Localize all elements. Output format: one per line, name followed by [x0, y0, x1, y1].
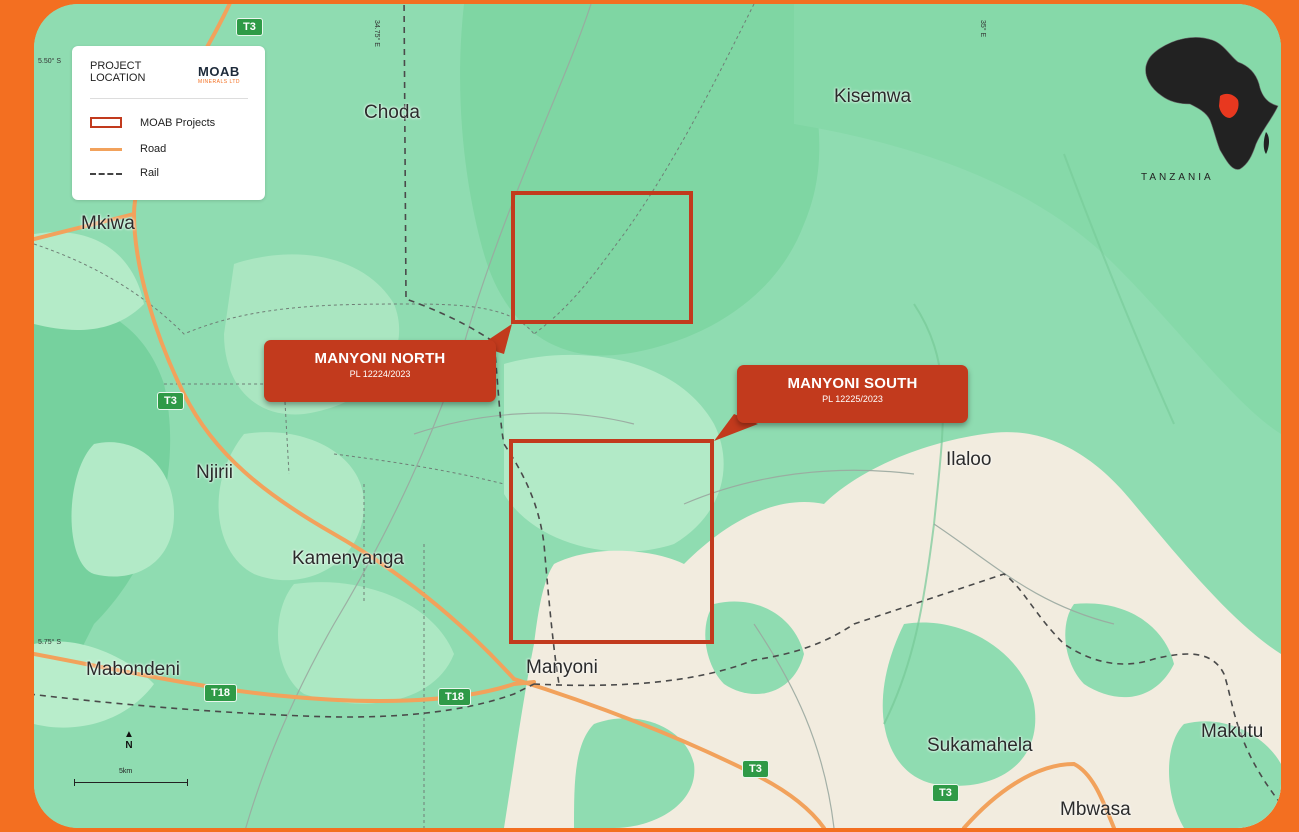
africa-inset-map	[1145, 37, 1279, 170]
road-shield-t3-left: T3	[157, 392, 184, 410]
scale-label: 5km	[119, 768, 133, 775]
project-licence-south: PL 12225/2023	[822, 394, 883, 404]
callout-manyoni-north-box[interactable]: MANYONI NORTH PL 12224/2023	[264, 340, 496, 402]
place-kisemwa: Kisemwa	[834, 86, 912, 107]
project-licence-north: PL 12224/2023	[349, 369, 411, 379]
lat-label-bottom: 5.75° S	[38, 639, 62, 646]
place-mbwasa: Mbwasa	[1060, 799, 1131, 820]
place-ilaloo: Ilaloo	[946, 449, 992, 470]
project-boundary-south[interactable]	[509, 439, 714, 644]
north-arrow: ▲ N	[114, 729, 144, 752]
lat-label-top: 5.50° S	[38, 58, 62, 65]
lon-label-left: 34.75° E	[373, 20, 380, 47]
map-legend: PROJECT LOCATION MOAB MINERALS LTD MOAB …	[72, 46, 265, 200]
north-arrow-icon: ▲	[124, 729, 134, 740]
place-manyoni: Manyoni	[526, 657, 598, 678]
moab-logo: MOAB	[198, 64, 240, 79]
road-shield-t3-top: T3	[236, 18, 263, 36]
rail-line-icon	[90, 173, 122, 175]
road-shield-t18-left: T18	[204, 684, 237, 702]
road-shield-t3-bottom: T3	[742, 760, 769, 778]
legend-title: PROJECT LOCATION	[90, 60, 146, 84]
scale-bar	[74, 779, 188, 786]
callout-manyoni-south-box[interactable]: MANYONI SOUTH PL 12225/2023	[737, 365, 968, 423]
lon-label-right: 35° E	[979, 20, 986, 38]
moab-logo-subtitle: MINERALS LTD	[198, 79, 241, 85]
place-choda: Choda	[364, 102, 420, 123]
place-makutu: Makutu	[1201, 721, 1264, 742]
road-line-icon	[90, 148, 122, 151]
place-mabondeni: Mabondeni	[86, 659, 181, 680]
road-shield-t18-mid: T18	[438, 688, 471, 706]
place-njirii: Njirii	[196, 462, 233, 483]
project-box-icon	[90, 117, 122, 128]
map-canvas[interactable]: 5.50° S 5.75° S 34.75° E 35° E T3 T3 T18…	[34, 4, 1281, 828]
legend-divider	[90, 98, 248, 99]
place-sukamahela: Sukamahela	[927, 735, 1033, 756]
project-name-south: MANYONI SOUTH	[787, 375, 918, 392]
project-boundary-north[interactable]	[511, 191, 693, 324]
north-label: N	[125, 740, 133, 751]
inset-country-label: TANZANIA	[1141, 172, 1214, 183]
road-shield-t3-right: T3	[932, 784, 959, 802]
place-mkiwa: Mkiwa	[81, 213, 135, 234]
project-name-north: MANYONI NORTH	[314, 350, 446, 367]
map-base	[34, 4, 1281, 828]
place-kamenyanga: Kamenyanga	[292, 548, 404, 569]
